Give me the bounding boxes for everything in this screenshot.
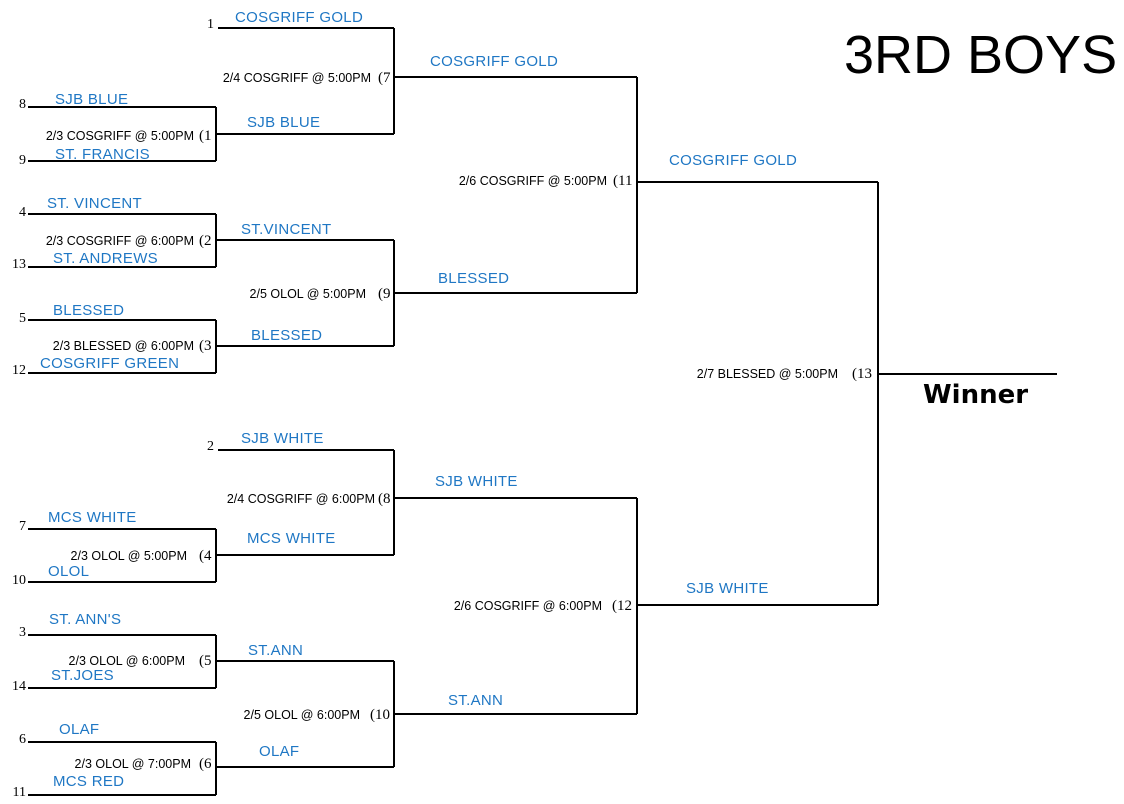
- seed-number: 4: [19, 205, 26, 220]
- game-number: (11: [613, 173, 632, 189]
- game-number: (3: [199, 338, 212, 354]
- team-label: ST. ANN'S: [49, 611, 121, 628]
- seed-number: 12: [12, 363, 26, 378]
- team-label: SJB BLUE: [247, 114, 320, 131]
- team-label: SJB WHITE: [241, 430, 324, 447]
- game-number: (12: [612, 598, 632, 614]
- seed-number: 10: [12, 573, 26, 588]
- game-info: 2/3 BLESSED @ 6:00PM: [53, 339, 194, 353]
- team-label: ST. FRANCIS: [55, 146, 150, 163]
- game-info: 2/7 BLESSED @ 5:00PM: [697, 367, 838, 381]
- game-info: 2/5 OLOL @ 5:00PM: [250, 287, 366, 301]
- bracket-lines: [28, 27, 1057, 796]
- game-info: 2/3 OLOL @ 5:00PM: [71, 549, 187, 563]
- game-number: (4: [199, 548, 212, 564]
- team-label: MCS RED: [53, 773, 124, 790]
- team-label: ST.ANN: [248, 642, 303, 659]
- game-info: 2/3 OLOL @ 7:00PM: [75, 757, 191, 771]
- team-label: OLAF: [59, 721, 99, 738]
- game-number: (10: [370, 707, 390, 723]
- game-number: (5: [199, 653, 212, 669]
- winner-label: Winner: [923, 380, 1029, 410]
- seed-number: 14: [12, 679, 26, 694]
- game-info: 2/6 COSGRIFF @ 6:00PM: [454, 599, 602, 613]
- team-label: COSGRIFF GOLD: [235, 9, 363, 26]
- team-label: OLOL: [48, 563, 89, 580]
- game-number: (2: [199, 233, 212, 249]
- team-label: COSGRIFF GOLD: [669, 152, 797, 169]
- team-label: SJB WHITE: [435, 473, 518, 490]
- game-info: 2/5 OLOL @ 6:00PM: [244, 708, 360, 722]
- seed-number: 9: [19, 153, 26, 168]
- team-label: ST.JOES: [51, 667, 114, 684]
- game-number: (13: [852, 366, 872, 382]
- team-label: BLESSED: [251, 327, 322, 344]
- game-number: (7: [378, 70, 391, 86]
- team-label: COSGRIFF GOLD: [430, 53, 558, 70]
- team-label: ST.VINCENT: [241, 221, 332, 238]
- game-number: (8: [378, 491, 391, 507]
- bracket-title: 3RD BOYS: [844, 25, 1118, 85]
- game-info: 2/6 COSGRIFF @ 5:00PM: [459, 174, 607, 188]
- game-number: (1: [199, 128, 212, 144]
- team-label: OLAF: [259, 743, 299, 760]
- seed-number: 2: [207, 439, 214, 454]
- game-number: (6: [199, 756, 212, 772]
- seed-number: 1: [207, 17, 214, 32]
- game-info: 2/4 COSGRIFF @ 5:00PM: [223, 71, 371, 85]
- team-label: COSGRIFF GREEN: [40, 355, 179, 372]
- game-number: (9: [378, 286, 391, 302]
- team-label: ST. VINCENT: [47, 195, 142, 212]
- seed-number: 11: [13, 785, 26, 800]
- seed-number: 8: [19, 97, 26, 112]
- team-label: BLESSED: [53, 302, 124, 319]
- team-label: SJB BLUE: [55, 91, 128, 108]
- game-info: 2/3 OLOL @ 6:00PM: [69, 654, 185, 668]
- game-info: 2/3 COSGRIFF @ 6:00PM: [46, 234, 194, 248]
- team-label: ST.ANN: [448, 692, 503, 709]
- game-info: 2/4 COSGRIFF @ 6:00PM: [227, 492, 375, 506]
- team-label: SJB WHITE: [686, 580, 769, 597]
- team-label: MCS WHITE: [48, 509, 137, 526]
- seed-number: 6: [19, 732, 26, 747]
- team-label: MCS WHITE: [247, 530, 336, 547]
- seed-number: 7: [19, 519, 26, 534]
- seed-number: 5: [19, 311, 26, 326]
- team-label: ST. ANDREWS: [53, 250, 158, 267]
- game-info: 2/3 COSGRIFF @ 5:00PM: [46, 129, 194, 143]
- team-label: BLESSED: [438, 270, 509, 287]
- bracket-labels: 1 8 9 4 13 5 12 2 7 10 3 14 6 11 COSGRIFF GOLD SJB BLUE…: [12, 9, 872, 800]
- seed-number: 3: [19, 625, 26, 640]
- seed-number: 13: [12, 257, 26, 272]
